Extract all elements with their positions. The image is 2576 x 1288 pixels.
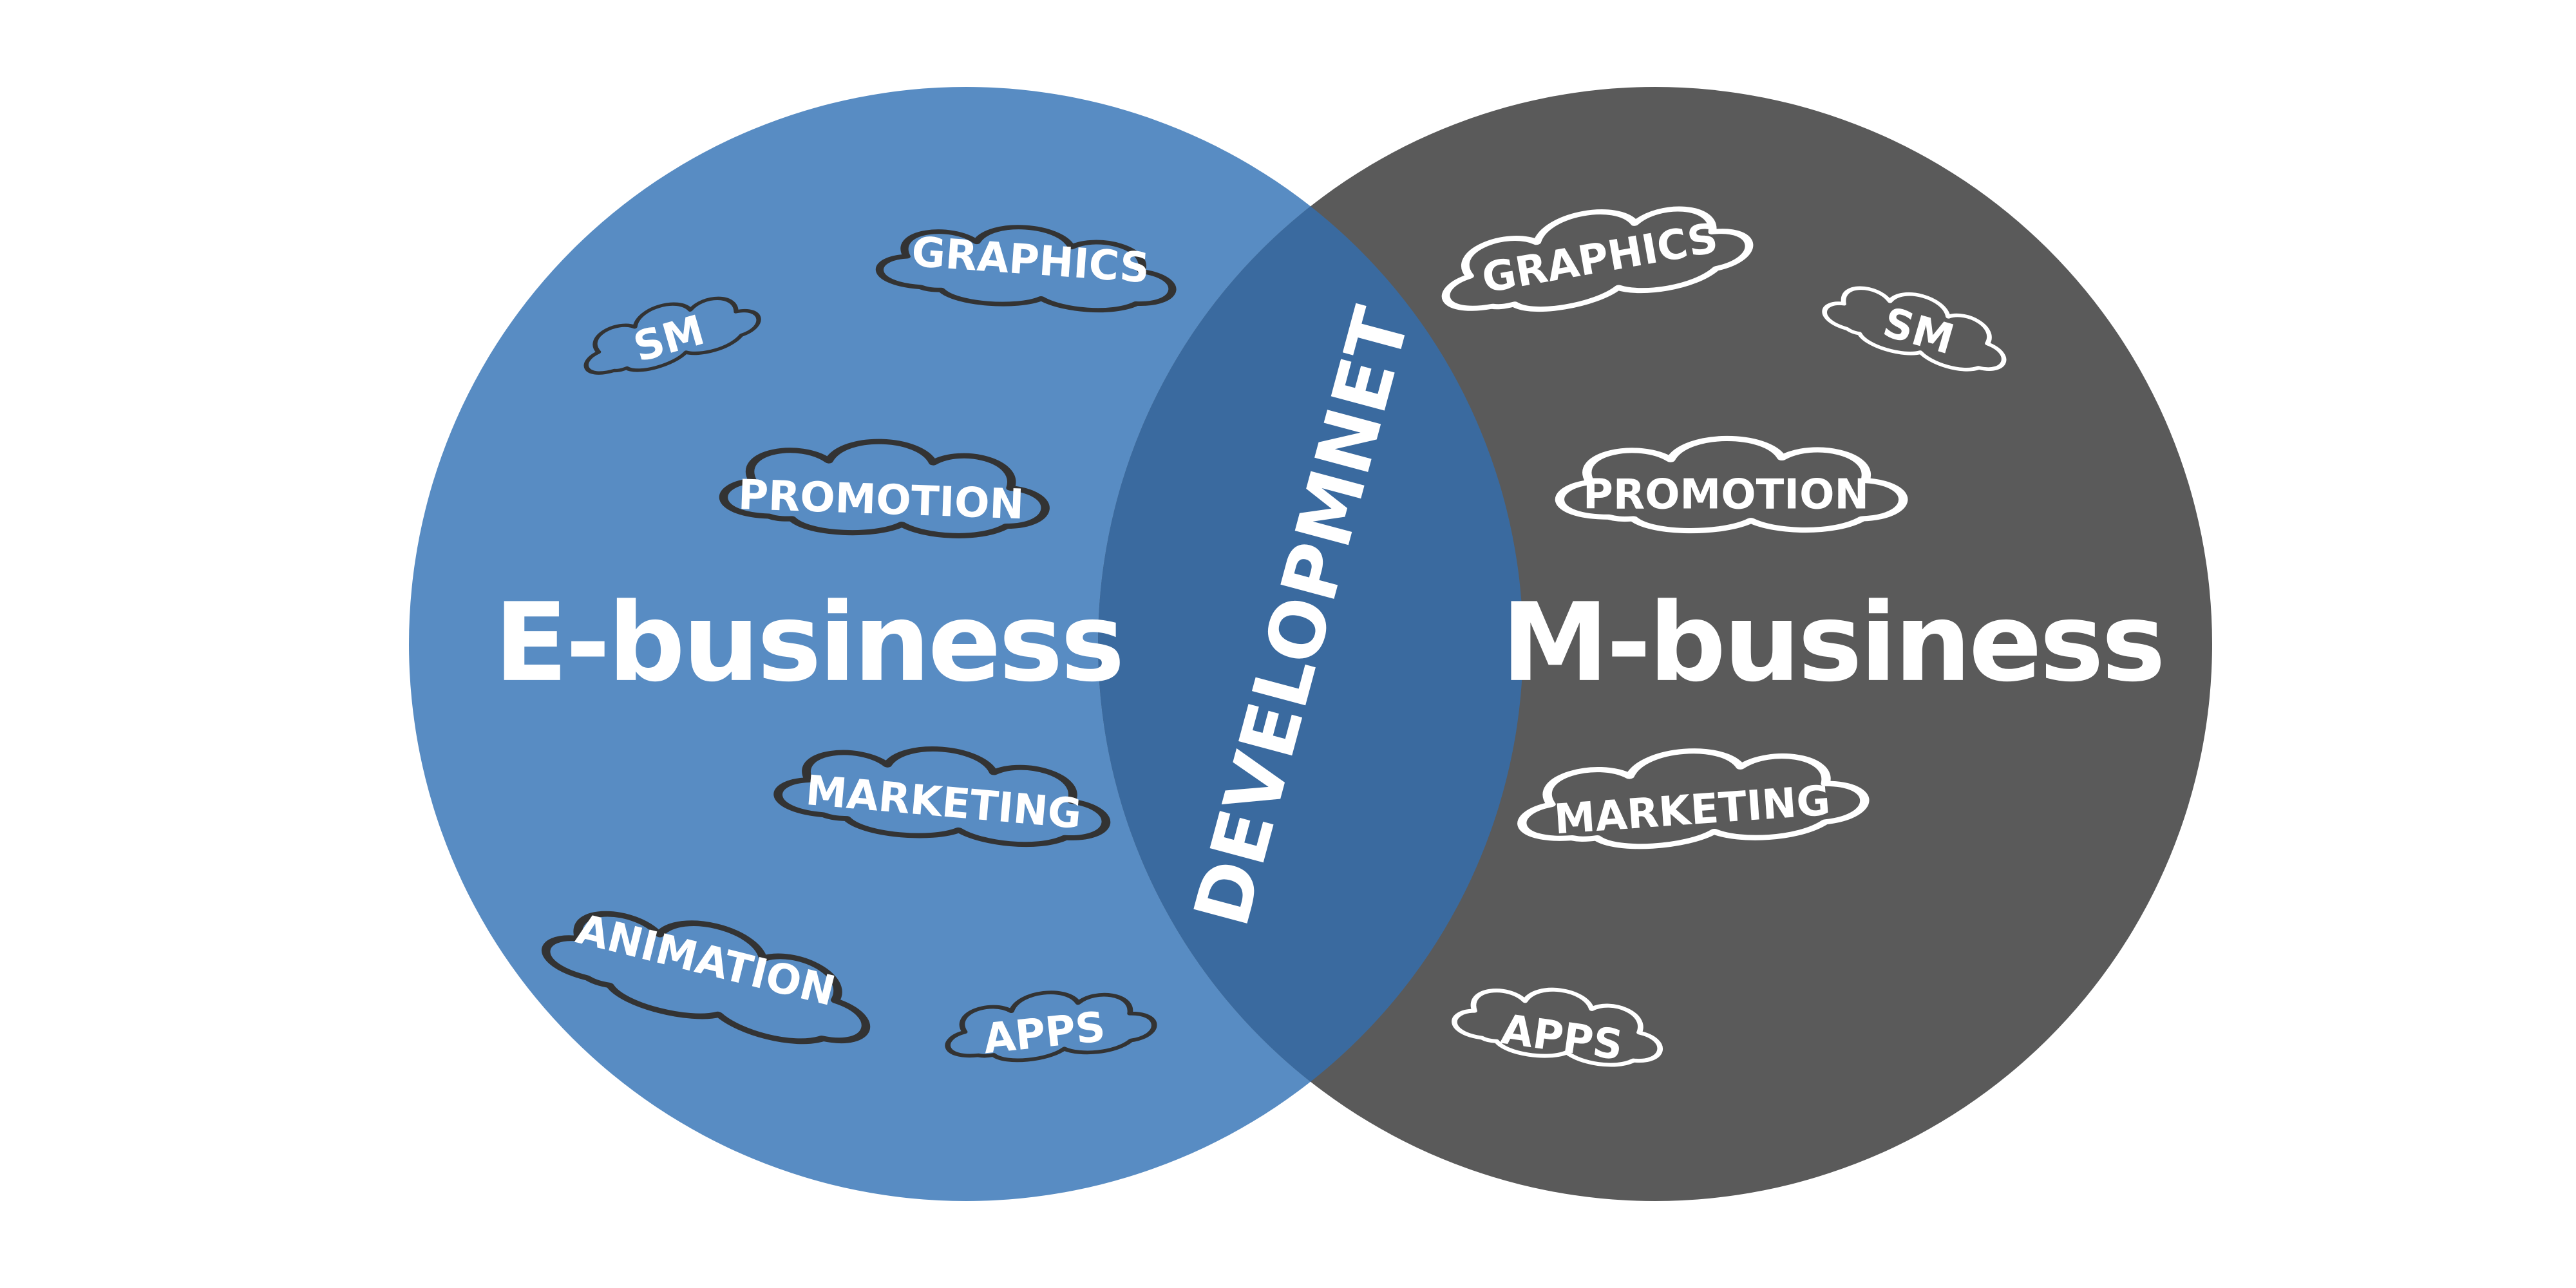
cloud-sm-right: [1822, 286, 2007, 372]
cloud-animation-left: [541, 911, 871, 1045]
cloud-icon: [1452, 987, 1663, 1067]
cloud-icon: [945, 990, 1157, 1063]
cloud-graphics-left: [875, 225, 1177, 313]
cloud-icon: [1517, 748, 1870, 849]
cloud-icon: [773, 746, 1111, 848]
cloud-graphics-right: [1441, 206, 1754, 312]
cloud-sm-left: [583, 296, 761, 375]
cloud-promotion-left: [719, 439, 1050, 538]
cloud-icon: [541, 911, 871, 1045]
cloud-apps-left: [945, 990, 1157, 1063]
cloud-label-promotion-right: PROMOTION: [1583, 471, 1869, 519]
cloud-icon: [1822, 286, 2007, 372]
cloud-icon: [719, 439, 1050, 538]
cloud-icon: [875, 225, 1177, 313]
cloud-icon: [583, 296, 761, 375]
m-business-title: M-business: [1501, 580, 2163, 706]
cloud-apps-right: [1452, 987, 1663, 1067]
cloud-icon: [1555, 435, 1908, 534]
development-overlap: [1098, 87, 1523, 1201]
cloud-label-promotion-left: PROMOTION: [737, 471, 1025, 529]
cloud-promotion-right: [1555, 435, 1908, 534]
cloud-icon: [1441, 206, 1754, 312]
cloud-marketing-right: [1517, 748, 1870, 849]
cloud-marketing-left: [773, 746, 1111, 848]
e-business-title: E-business: [494, 580, 1122, 706]
